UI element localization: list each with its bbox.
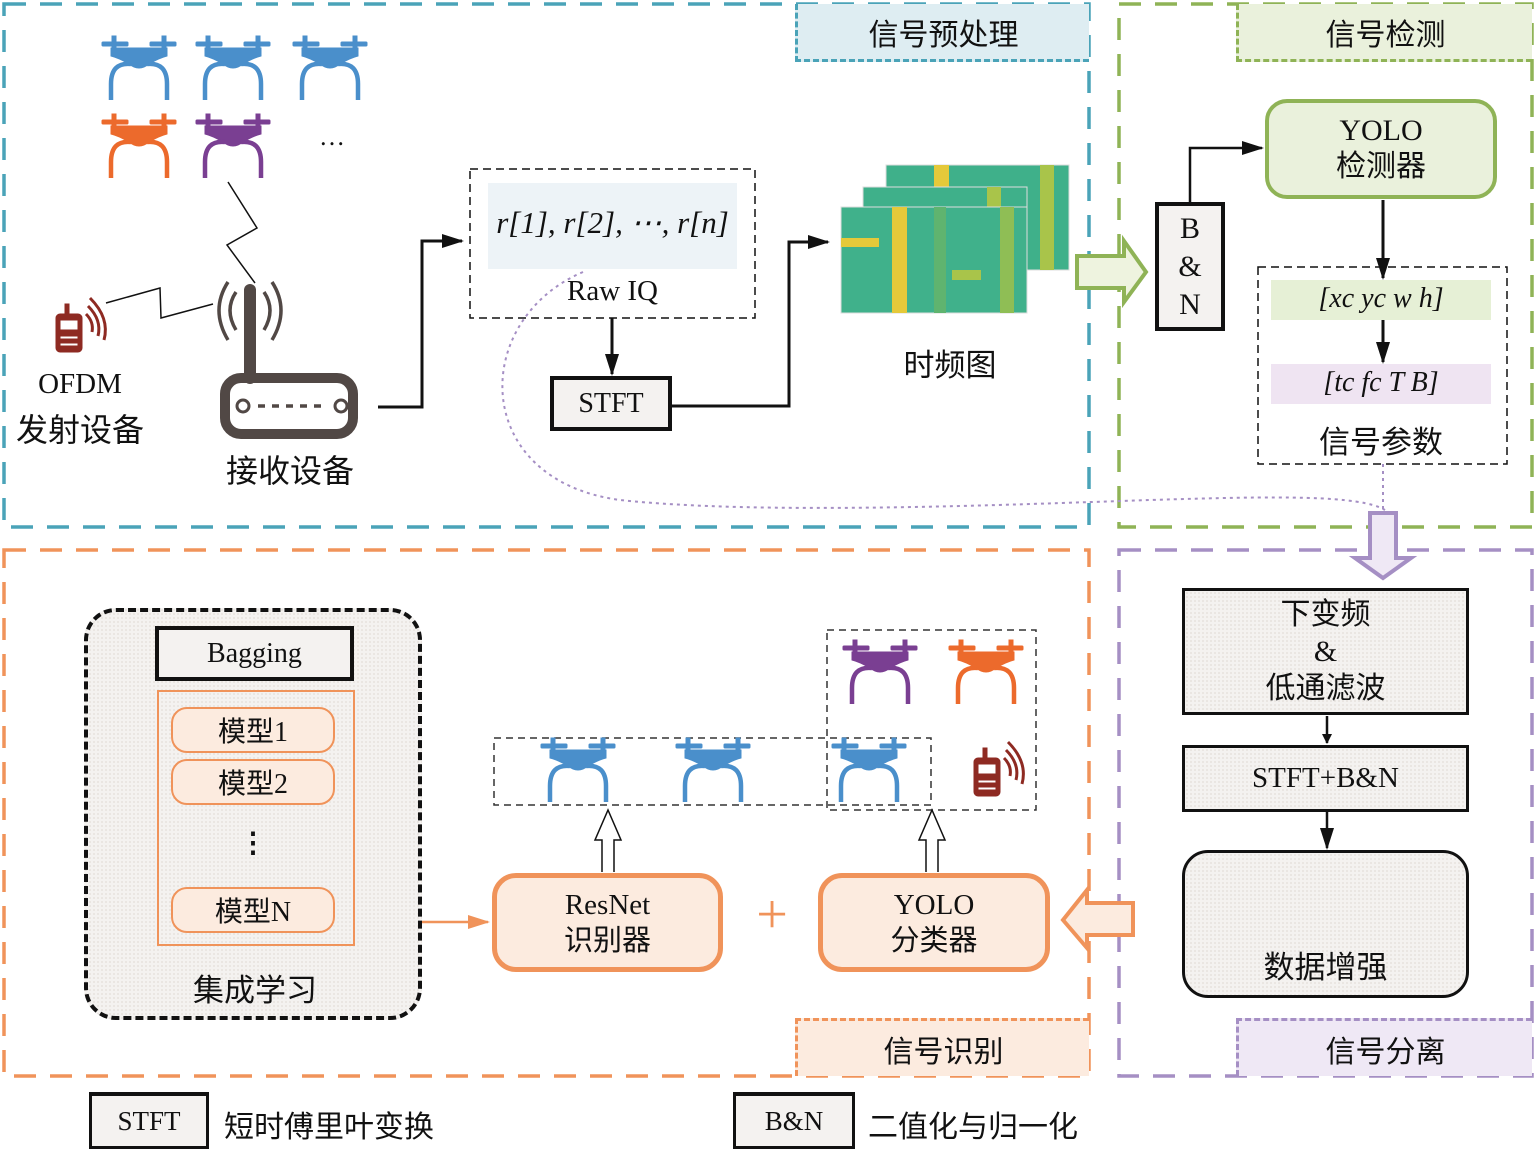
yolo-detector-line2: 检测器	[1336, 150, 1426, 183]
bagging-block: Bagging	[155, 626, 354, 681]
arrow-yolo-to-output	[917, 808, 947, 872]
stft-bn-block: STFT+B&N	[1182, 745, 1469, 812]
legend-bn-desc: 二值化与归一化	[868, 1111, 1078, 1144]
bn-line-n: N	[1179, 287, 1201, 321]
spectrogram-stack	[840, 164, 1070, 314]
arrow-router-to-rawiq	[378, 234, 464, 409]
legend-bn-key-text: B&N	[764, 1105, 824, 1136]
radio-transmitter-icon	[54, 296, 107, 354]
drone-icon-blue-output-1	[541, 738, 615, 802]
arrow-stft-to-spectrogram	[672, 235, 830, 408]
transmitter-label-line2: 发射设备	[15, 412, 144, 448]
downconvert-line2: &	[1313, 635, 1338, 668]
resnet-line1: ResNet	[564, 888, 651, 921]
spectrogram-label: 时频图	[903, 348, 997, 383]
data-augmentation-block: 数据增强	[1182, 850, 1469, 998]
drone-icon-blue-1	[102, 36, 176, 100]
stft-block: STFT	[550, 376, 672, 431]
transmitter-label-line1: OFDM	[38, 368, 122, 400]
signal-params-label: 信号参数	[1319, 425, 1443, 460]
wireless-link-radio	[105, 287, 214, 319]
model-1: 模型1	[171, 707, 335, 753]
wireless-link-drone	[225, 181, 259, 284]
downconvert-line1: 下变频	[1280, 598, 1371, 631]
resnet-output-group	[493, 737, 932, 806]
preprocess-title-text: 信号预处理	[868, 18, 1019, 52]
model-2: 模型2	[171, 759, 335, 805]
model-2-label: 模型2	[217, 769, 288, 800]
model-n: 模型N	[171, 887, 335, 933]
ensemble-label: 集成学习	[193, 973, 317, 1008]
plus-sign: +	[756, 884, 788, 946]
param-vector: [tc fc T B]	[1323, 367, 1439, 398]
drone-icon-blue-2	[196, 36, 270, 100]
detection-title-text: 信号检测	[1325, 18, 1446, 52]
preprocess-title: 信号预处理	[795, 4, 1089, 62]
router-icon	[217, 281, 358, 439]
drone-icon-orange	[102, 114, 176, 178]
yolo-classifier-line2: 分类器	[890, 924, 978, 957]
param-vector-bg	[1271, 364, 1491, 404]
downconvert-filter-block: 下变频 & 低通滤波	[1182, 588, 1469, 715]
rawiq-sequence-bg	[488, 183, 737, 269]
drone-icon-purple	[196, 114, 270, 178]
stft-bn-label: STFT+B&N	[1252, 762, 1399, 794]
arrow-resnet-to-output	[593, 808, 623, 872]
drone-icon-blue-output-3	[832, 738, 906, 802]
recognition-title-text: 信号识别	[883, 1035, 1004, 1069]
arrow-separation-to-yolo-classifier	[1060, 884, 1135, 954]
bbox-vector-bg	[1271, 280, 1491, 320]
models-ellipsis: ⋮	[239, 828, 267, 859]
bbox-vector: [xc yc w h]	[1318, 283, 1444, 314]
separation-title: 信号分离	[1236, 1018, 1532, 1076]
stft-block-label: STFT	[578, 387, 644, 419]
model-n-label: 模型N	[214, 897, 292, 928]
drone-icon-blue-3	[293, 36, 367, 100]
legend-stft-key: STFT	[89, 1092, 209, 1149]
downconvert-line3: 低通滤波	[1265, 672, 1386, 705]
detection-title: 信号检测	[1236, 4, 1532, 62]
drone-icon-orange-output	[949, 640, 1023, 704]
drone-icon-blue-output-2	[676, 738, 750, 802]
yolo-classifier-line1: YOLO	[893, 888, 975, 921]
model-1-label: 模型1	[217, 717, 288, 748]
bn-block: B & N	[1155, 202, 1225, 331]
legend-bn-key: B&N	[733, 1092, 855, 1149]
drones-ellipsis: …	[319, 122, 345, 151]
bagging-label: Bagging	[207, 637, 302, 669]
models-container	[157, 690, 355, 946]
arrow-detection-to-separation	[1348, 511, 1418, 581]
bn-line-b: B	[1179, 211, 1200, 245]
rawiq-label: Raw IQ	[566, 275, 658, 307]
arrow-spectrogram-to-bn	[1075, 234, 1149, 309]
drone-icon-purple-output	[843, 640, 917, 704]
recognition-region-border	[2, 548, 1091, 1078]
yolo-classifier-block: YOLO 分类器	[818, 873, 1050, 972]
legend-stft-desc: 短时傅里叶变换	[224, 1111, 434, 1144]
resnet-recognizer-block: ResNet 识别器	[492, 873, 723, 972]
legend-stft-key-text: STFT	[117, 1105, 181, 1136]
resnet-line2: 识别器	[563, 924, 651, 957]
arrow-bn-to-yolo	[1188, 141, 1264, 202]
yolo-detector-line1: YOLO	[1339, 114, 1423, 147]
receiver-label: 接收设备	[225, 453, 354, 489]
rawiq-sequence: r[1], r[2], ⋯, r[n]	[496, 205, 729, 240]
bn-line-amp: &	[1178, 249, 1202, 283]
recognition-title: 信号识别	[795, 1018, 1089, 1076]
signal-params-container	[1257, 266, 1508, 465]
yolo-detector-block: YOLO 检测器	[1265, 99, 1497, 199]
radio-icon-output	[972, 740, 1025, 798]
rawiq-to-separation-dotted-link	[501, 271, 1386, 511]
augmentation-label: 数据增强	[1263, 950, 1388, 985]
separation-title-text: 信号分离	[1325, 1035, 1446, 1069]
